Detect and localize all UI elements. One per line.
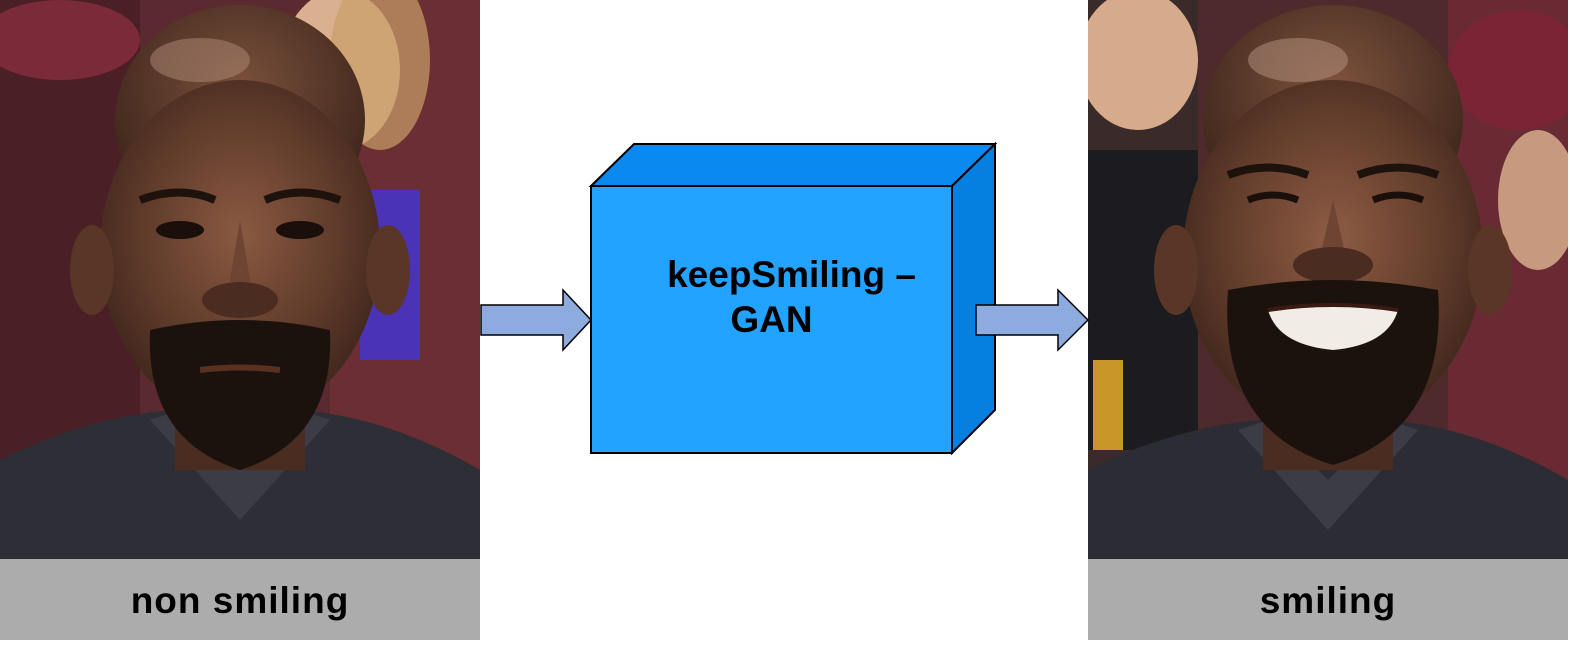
input-arrow [480,288,593,352]
input-face-photo [0,0,480,640]
box-front-face [590,185,953,454]
box-top-face [588,143,998,187]
model-label-line-1: keepSmiling – [667,253,916,295]
input-photo-panel: non smiling [0,0,480,640]
output-face-photo [1088,0,1568,640]
box-side-face [951,141,996,456]
output-photo-panel: smiling [1088,0,1568,640]
output-arrow [975,288,1090,352]
model-box-label: keepSmiling – GAN [591,186,952,453]
output-caption: smiling [1259,579,1397,621]
input-caption-bar: non smiling [0,559,480,640]
model-label-line-2: GAN [730,298,813,340]
input-caption: non smiling [130,579,350,621]
output-caption-bar: smiling [1088,559,1568,640]
